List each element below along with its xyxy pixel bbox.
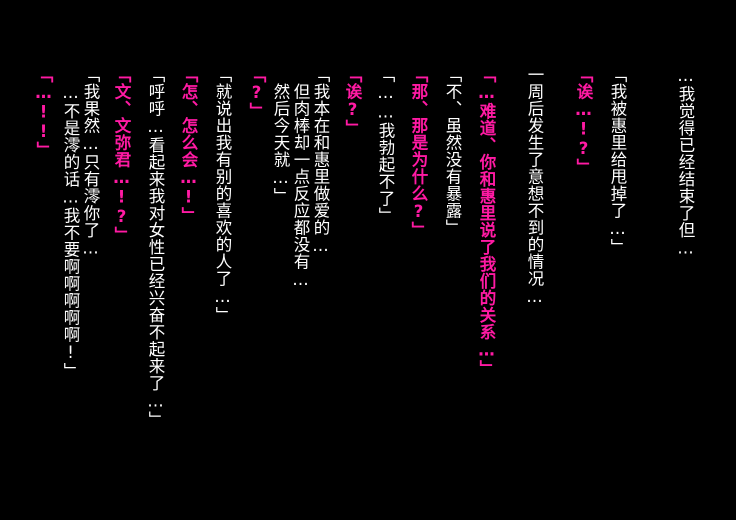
dialogue-eh: 「诶…!?」 (574, 66, 593, 176)
dialogue-someone-else: 「就说出我有别的喜欢的人了…」 (213, 66, 232, 324)
dialogue-only-mio: 「我果然…只有澪你了… …不是澪的话…我不要啊啊啊啊啊!」 (61, 66, 100, 380)
narration-ended: …我觉得已经结束了但… (676, 66, 695, 258)
dialogue-could-it-be: 「…难道、你和惠里说了我们的关系…」 (477, 66, 496, 377)
dialogue-fumiya-kun: 「文、文弥君…!?」 (112, 66, 131, 244)
dialogue-question-mark: 「?」 (247, 66, 266, 120)
narration-one-week-later: 一周后发生了意想不到的情况… (525, 66, 544, 307)
dialogue-why: 「那、那是为什么?」 (409, 66, 428, 239)
dialogue-eh-question: 「诶?」 (343, 66, 362, 137)
dialogue-not-exposed: 「不、虽然没有暴露」 (443, 66, 462, 236)
dialogue-not-excited: 「呼呼…看起来我对女性已经兴奋不起来了…」 (146, 66, 165, 428)
dialogue-how-could: 「怎、怎么会…!」 (179, 66, 198, 224)
dialogue-dumped: 「我被惠里给甩掉了…」 (608, 66, 627, 256)
dialogue-cant-get-up: 「……我勃起不了」 (376, 66, 395, 224)
dialogue-gasp: 「…!!」 (34, 66, 53, 159)
dialogue-no-reaction: 「我本在和惠里做爱的… 但肉棒却一点反应都没有… 然后今天就…」 (271, 66, 330, 290)
